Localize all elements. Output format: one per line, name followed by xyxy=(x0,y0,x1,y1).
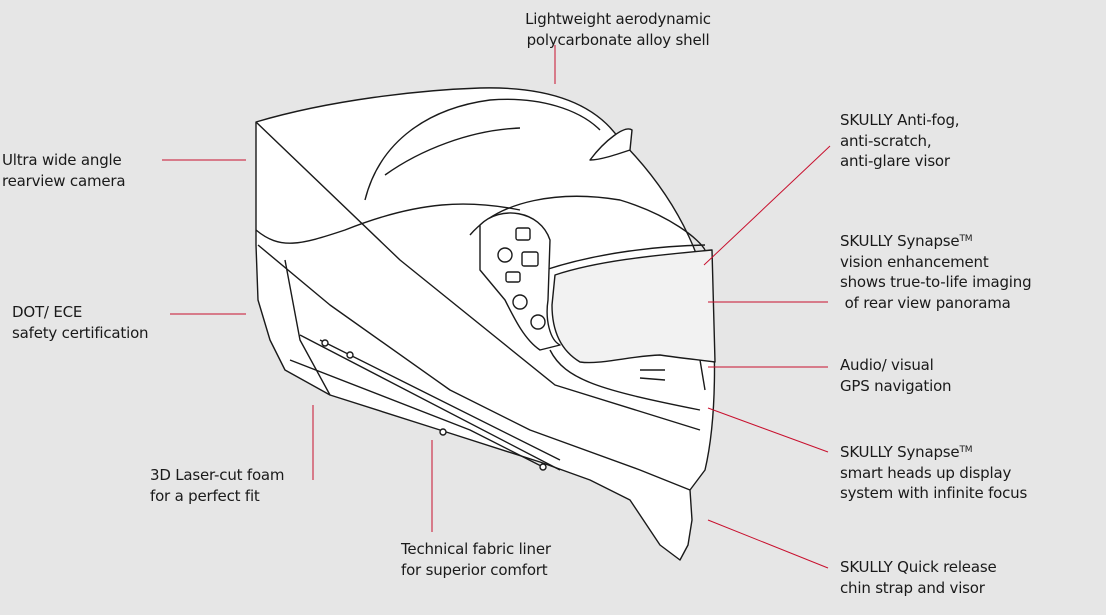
visor-edge xyxy=(544,244,706,411)
callout-line-hud xyxy=(707,407,829,453)
callout-text: 3D Laser-cut foam xyxy=(150,466,285,484)
control-button xyxy=(515,227,531,241)
callout-visor: SKULLY Anti-fog, anti-scratch, anti-glar… xyxy=(840,110,960,172)
callout-hud: SKULLY SynapseTM smart heads up display … xyxy=(840,442,1027,504)
callout-text: for a perfect fit xyxy=(150,486,260,505)
callout-text: rearview camera xyxy=(2,171,126,190)
callout-text: for superior comfort xyxy=(401,560,548,579)
callout-title: SKULLY Synapse xyxy=(840,443,960,461)
callout-text: smart heads up display xyxy=(840,463,1012,482)
rivet xyxy=(439,428,447,436)
callout-vision: SKULLY SynapseTM vision enhancement show… xyxy=(840,231,1032,313)
callout-text: anti-scratch, xyxy=(840,131,932,150)
callout-text: chin strap and visor xyxy=(840,578,985,597)
callout-title: SKULLY Synapse xyxy=(840,232,960,250)
helmet-shell xyxy=(255,87,716,561)
callout-text: shows true-to-life imaging xyxy=(840,273,1032,291)
visor-lens xyxy=(551,249,716,364)
helmet-illustration xyxy=(255,87,716,561)
callout-text: polycarbonate alloy shell xyxy=(526,30,710,49)
callout-lines xyxy=(162,45,831,569)
callout-text: of rear view panorama xyxy=(840,293,1011,312)
callout-text: SKULLY Anti-fog, xyxy=(840,111,960,129)
callout-text: Lightweight aerodynamic xyxy=(525,10,711,28)
callout-text: Technical fabric liner xyxy=(401,540,551,558)
callout-text: anti-glare visor xyxy=(840,152,950,170)
trademark: TM xyxy=(959,234,973,244)
trademark: TM xyxy=(959,445,973,455)
control-dial xyxy=(512,294,528,310)
callout-text: DOT/ ECE xyxy=(12,303,83,321)
callout-text: GPS navigation xyxy=(840,376,952,395)
rivet xyxy=(321,339,329,347)
callout-line-strap xyxy=(707,519,829,569)
helmet-cheek-pad xyxy=(284,259,561,471)
chin-vent xyxy=(639,359,706,391)
callout-text: system with infinite focus xyxy=(840,484,1028,502)
callout-text: safety certification xyxy=(12,323,149,342)
callout-text: Audio/ visual xyxy=(840,356,934,374)
callout-foam: 3D Laser-cut foam for a perfect fit xyxy=(150,465,285,506)
callout-shell: Lightweight aerodynamic polycarbonate al… xyxy=(478,9,758,50)
helmet-crown-panel xyxy=(255,98,701,431)
callout-strap: SKULLY Quick release chin strap and viso… xyxy=(840,557,997,598)
callout-certification: DOT/ ECE safety certification xyxy=(12,302,149,343)
callout-text: SKULLY Quick release xyxy=(840,558,997,576)
rivet xyxy=(346,351,354,359)
callout-line-visor xyxy=(703,145,831,266)
callout-camera: Ultra wide angle rearview camera xyxy=(2,150,126,191)
top-vent xyxy=(589,128,633,161)
callout-gps: Audio/ visual GPS navigation xyxy=(840,355,952,396)
rivet xyxy=(539,463,547,471)
control-dial xyxy=(497,247,513,263)
helmet-side-band xyxy=(255,203,691,491)
visor-frame xyxy=(469,195,706,251)
control-button xyxy=(505,271,521,283)
callout-text: Ultra wide angle xyxy=(2,151,122,169)
callout-liner: Technical fabric liner for superior comf… xyxy=(401,539,551,580)
control-button xyxy=(521,251,539,267)
control-dial xyxy=(530,314,546,330)
callout-text: vision enhancement xyxy=(840,252,989,271)
